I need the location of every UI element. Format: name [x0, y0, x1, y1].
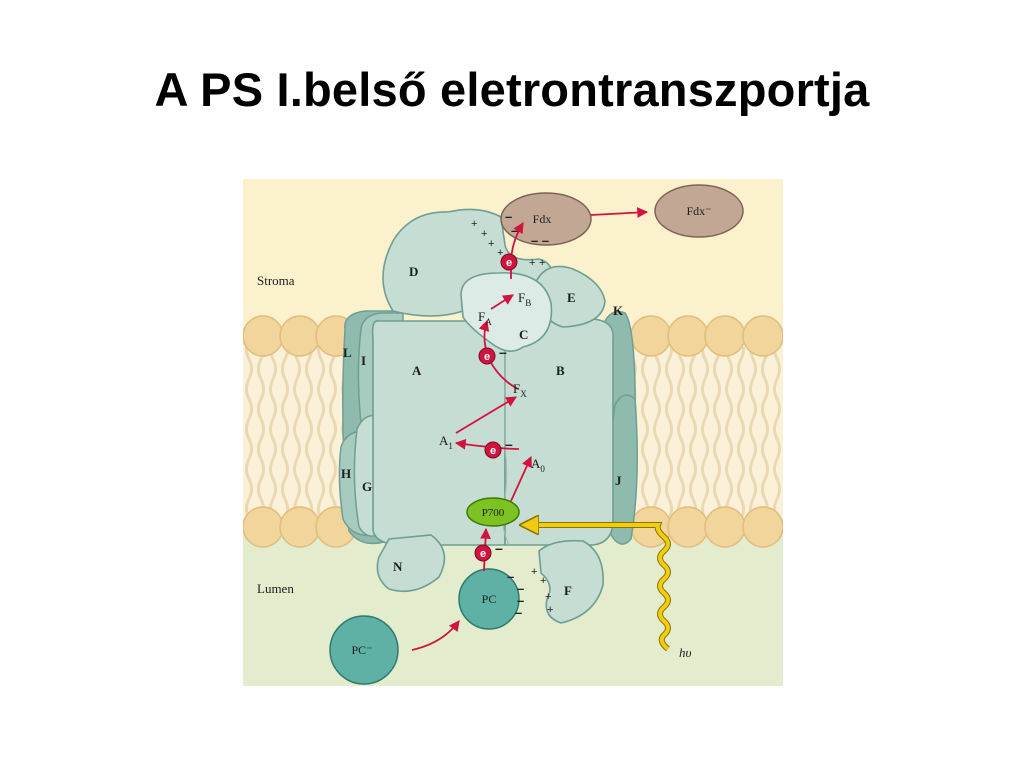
stroma-label: Stroma	[257, 273, 295, 288]
ps1-diagram: +++ +++ +++ + – – – – – – – – e e – e – …	[243, 179, 783, 686]
label-D: D	[409, 264, 418, 279]
svg-text:+: +	[488, 238, 494, 250]
label-P700: P700	[482, 507, 505, 519]
arrow-a1-to-fx	[455, 396, 517, 434]
slide-title: A PS I.belső eletrontranszportja	[154, 63, 870, 116]
svg-text:+: +	[545, 591, 551, 603]
label-FB: FB	[518, 290, 531, 308]
subunit-B	[504, 318, 614, 546]
svg-text:e: e	[484, 351, 490, 363]
ps1-diagram-svg: +++ +++ +++ + – – – – – – – – e e – e – …	[243, 179, 783, 686]
svg-text:–: –	[517, 581, 524, 596]
lumen-label: Lumen	[257, 581, 294, 596]
label-pc-reduced: PC⁻	[351, 643, 372, 657]
pc-carrier	[458, 568, 520, 630]
label-A1: A1	[439, 433, 453, 451]
svg-text:– –: – –	[531, 233, 549, 248]
svg-text:+: +	[547, 604, 553, 616]
svg-text:–: –	[507, 569, 514, 584]
svg-text:+: +	[531, 566, 537, 578]
label-light: hυ	[679, 645, 692, 660]
p700-center	[466, 497, 520, 527]
label-K: K	[613, 303, 624, 318]
label-F: F	[564, 583, 572, 598]
arrow-fdx-to-fdx-reduced	[590, 207, 649, 218]
svg-text:e: e	[480, 548, 486, 560]
svg-text:+: +	[471, 218, 477, 230]
label-FX: FX	[513, 381, 527, 399]
svg-text:+: +	[529, 257, 535, 269]
photon-wave	[523, 525, 670, 651]
arrow-p700-to-a0	[510, 456, 532, 502]
svg-text:–: –	[505, 209, 512, 224]
label-H: H	[341, 466, 351, 481]
label-N: N	[393, 559, 403, 574]
label-E: E	[567, 290, 576, 305]
label-fdx-reduced: Fdx⁻	[686, 204, 711, 218]
label-B: B	[556, 363, 565, 378]
subunit-F	[538, 539, 604, 624]
svg-text:–: –	[515, 605, 522, 620]
pc-reduced-carrier	[329, 615, 399, 685]
svg-text:+: +	[540, 575, 546, 587]
arrow-fa-to-fb	[490, 294, 514, 310]
svg-text:e: e	[506, 257, 512, 269]
label-A: A	[412, 363, 422, 378]
svg-text:+: +	[539, 257, 545, 269]
label-fdx: Fdx	[533, 212, 552, 226]
label-A0: A0	[531, 456, 545, 474]
fdx-reduced-carrier	[654, 184, 744, 238]
lipid-heads-top	[243, 315, 783, 357]
svg-text:–: –	[495, 540, 503, 556]
arrow-pc-reduced-to-pc	[411, 620, 460, 651]
electron-markers: e e – e – e –	[474, 253, 518, 562]
label-I: I	[361, 353, 366, 368]
label-FA: FA	[478, 309, 492, 327]
label-L: L	[343, 345, 352, 360]
label-J: J	[615, 473, 622, 488]
label-pc: PC	[482, 592, 497, 606]
svg-text:e: e	[490, 445, 496, 457]
svg-text:–: –	[499, 344, 507, 360]
svg-text:–: –	[517, 593, 524, 608]
subunit-N	[376, 534, 446, 593]
svg-text:–: –	[505, 436, 513, 452]
svg-text:+: +	[497, 247, 503, 259]
label-C: C	[519, 327, 528, 342]
svg-text:+: +	[481, 228, 487, 240]
label-G: G	[362, 479, 372, 494]
